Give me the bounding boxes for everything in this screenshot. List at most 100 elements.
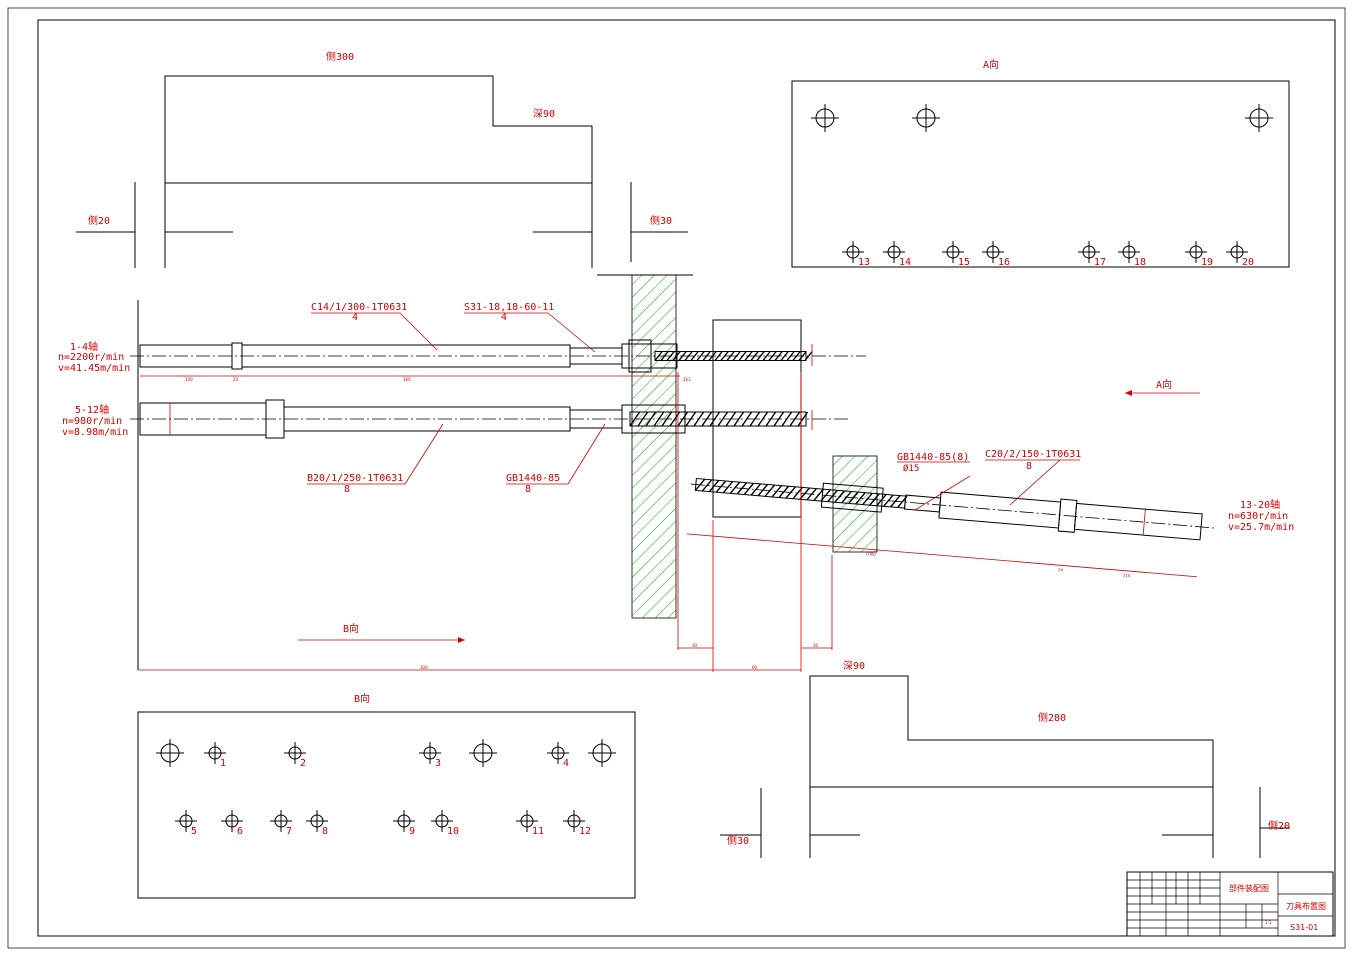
bolt-hole-b: [588, 739, 616, 767]
svg-text:30: 30: [692, 643, 698, 648]
svg-text:24: 24: [1058, 567, 1064, 572]
tool-right: 1000 24 215: [686, 477, 1215, 579]
hole-label: 10: [447, 826, 459, 837]
callout-s31: S31-18,18-60-11: [464, 302, 554, 313]
hole-label: 3: [435, 758, 441, 769]
hole-label: 11: [532, 826, 544, 837]
hole-label: 1: [220, 758, 226, 769]
upper-axis-label: 1-4轴: [70, 340, 98, 353]
outer-frame: [7, 7, 1346, 949]
upper-vel-label: v=41.45m/min: [58, 363, 130, 374]
title-scale: 1:1: [1265, 920, 1272, 925]
right-axis-label: 13-20轴: [1240, 498, 1280, 511]
top-left-part: 侧300 深90 侧20 侧30: [76, 50, 688, 268]
hole-label: 17: [1094, 257, 1106, 268]
tool-hole-b: 8: [306, 810, 328, 837]
hole-label: 20: [1242, 257, 1254, 268]
callout-c14: C14/1/300-1T0631: [311, 302, 407, 313]
callout-b20: B20/1/250-1T0631: [307, 473, 403, 484]
inner-frame: [37, 19, 1336, 937]
tool-hole-b: 12: [563, 810, 591, 837]
bottom-right-part: 深90 侧280 侧30 侧20: [720, 660, 1290, 858]
svg-text:4: 4: [501, 312, 507, 323]
hole-label: 7: [286, 826, 292, 837]
tool-hole-a: 14: [883, 241, 911, 268]
tool-hole-b: 1: [204, 742, 226, 769]
tool-hole-b: 9: [393, 810, 415, 837]
title-block: 部件装配图 刀具布置图 S31-01 1:1: [1126, 871, 1334, 937]
tool-hole-b: 7: [270, 810, 292, 837]
hole-label: 18: [1134, 257, 1146, 268]
hole-label: 2: [300, 758, 306, 769]
svg-text:1000: 1000: [865, 551, 876, 557]
callout-gb1440b: GB1440-85(8): [897, 452, 969, 463]
hole-label: 16: [998, 257, 1010, 268]
tool-hole-a: 15: [942, 241, 970, 268]
svg-text:360: 360: [403, 377, 411, 382]
title-assembly: 部件装配图: [1229, 883, 1269, 893]
tool-hole-a: 16: [982, 241, 1010, 268]
tool-hole-b: 11: [516, 810, 544, 837]
svg-text:215: 215: [1123, 573, 1131, 579]
label-top-left-part: 侧300: [326, 50, 354, 63]
hole-label: 8: [322, 826, 328, 837]
lower-vel-label: v=8.98m/min: [62, 427, 128, 438]
right-speed-label: n=630r/min: [1228, 511, 1288, 522]
bolt-hole-a: [912, 104, 940, 132]
lower-axis-label: 5-12轴: [75, 403, 109, 416]
hole-label: 6: [237, 826, 243, 837]
bolt-hole-a: [1245, 104, 1273, 132]
title-drawing-name: 刀具布置图: [1286, 901, 1326, 911]
bolt-hole-a: [811, 104, 839, 132]
view-a: A向 13 14 15 16 17 18 19 20: [791, 58, 1290, 268]
view-a-arrow-label: A向: [1156, 378, 1172, 391]
callout-gb1440a: GB1440-85: [506, 473, 560, 484]
upper-speed-label: n=2200r/min: [58, 352, 124, 363]
label-bottom-right-mid: 侧20: [1268, 819, 1290, 832]
right-vel-label: v=25.7m/min: [1228, 522, 1294, 533]
label-bottom-left-mid: 侧30: [727, 834, 749, 847]
view-b-arrow-label: B向: [343, 622, 359, 635]
title-drawing-no: S31-01: [1290, 923, 1318, 932]
tool-hole-a: 17: [1078, 241, 1106, 268]
hole-label: 13: [858, 257, 870, 268]
svg-text:8: 8: [344, 484, 350, 495]
svg-text:8: 8: [525, 484, 531, 495]
svg-text:100: 100: [185, 377, 193, 382]
tool-hole-a: 18: [1118, 241, 1146, 268]
tool-hole-b: 10: [431, 810, 459, 837]
svg-text:4: 4: [352, 312, 358, 323]
view-a-title: A向: [983, 58, 999, 71]
hole-label: 5: [191, 826, 197, 837]
hatched-plate: [631, 274, 677, 619]
label-bottom-right-part: 侧280: [1038, 711, 1066, 724]
hole-label: 14: [899, 257, 911, 268]
callout-c20: C20/2/150-1T0631: [985, 449, 1081, 460]
label-bottom-right-step: 深90: [843, 660, 865, 672]
hole-label: 15: [958, 257, 970, 268]
bolt-hole-b: [156, 739, 184, 767]
view-b-title: B向: [354, 692, 370, 705]
lower-speed-label: n=980r/min: [62, 416, 122, 427]
tool-hole-b: 5: [175, 810, 197, 837]
tool-hole-a: 19: [1185, 241, 1213, 268]
svg-text:60: 60: [752, 665, 758, 670]
tool-lower: [130, 399, 850, 439]
tool-hole-b: 6: [221, 810, 243, 837]
hole-label: 19: [1201, 257, 1213, 268]
tool-hole-b: 3: [419, 742, 441, 769]
label-top-right-step: 深90: [533, 108, 555, 120]
tool-hole-a: 20: [1226, 241, 1254, 268]
tool-hole-b: 2: [284, 742, 306, 769]
svg-text:263: 263: [683, 377, 691, 382]
label-left-mid: 侧20: [88, 214, 110, 227]
hole-label: 12: [579, 826, 591, 837]
svg-text:20: 20: [233, 377, 239, 382]
svg-text:300: 300: [420, 665, 428, 670]
tool-hole-a: 13: [842, 241, 870, 268]
svg-text:30: 30: [813, 643, 819, 648]
assembly: 100 20 360 263 100: [58, 274, 1294, 672]
tool-hole-b: 4: [547, 742, 569, 769]
svg-text:Ø15: Ø15: [903, 463, 919, 474]
label-mid-right: 侧30: [650, 214, 672, 227]
